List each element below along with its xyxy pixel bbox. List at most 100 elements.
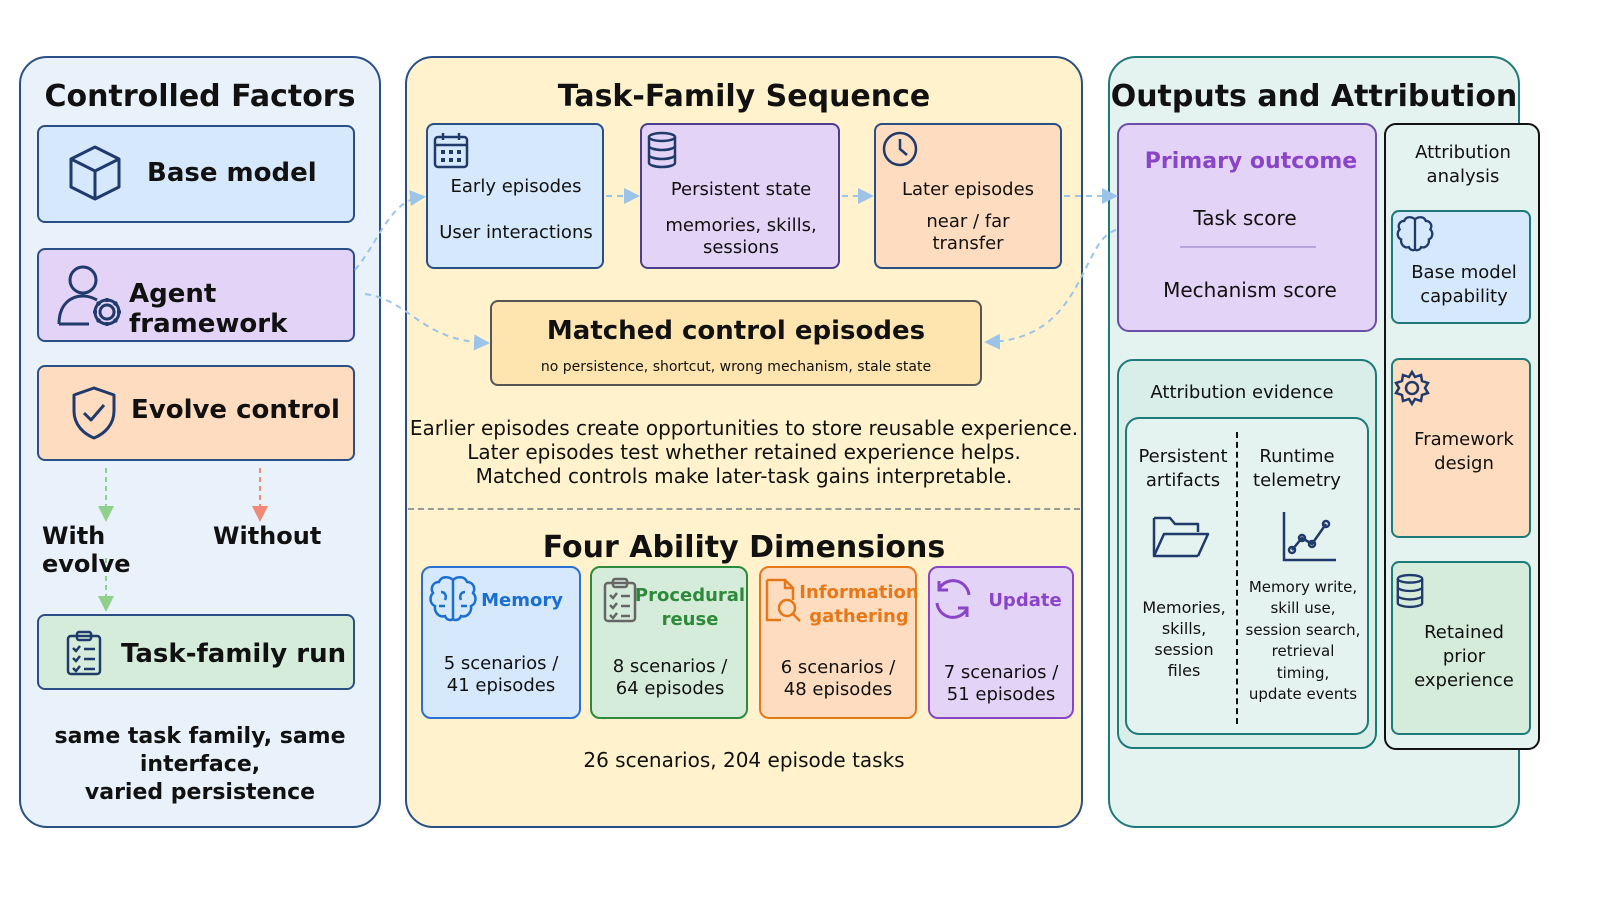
description-line3: Matched controls make later-task gains i… [475,464,1013,488]
framework-design-label: Framework design [1393,427,1535,477]
task-score: Task score [1193,206,1297,230]
ability-memory-stat2: 41 episodes [446,675,556,696]
early-episodes-title: Early episodes [450,175,582,197]
telemetry-item: retrieval [1271,642,1335,660]
telemetry-item: skill use, [1270,599,1336,617]
ability-update-stats: 7 scenarios / 51 episodes [928,661,1074,707]
attribution-analysis-line1: Attribution [1415,142,1511,163]
without-label: Without [213,522,322,550]
persistent-artifacts-line1: Persistent [1138,446,1228,467]
framework-design-line2: design [1434,453,1494,474]
gear-icon [1393,369,1431,407]
matched-control-title: Matched control episodes [546,316,926,346]
evolve-control-label: Evolve control [131,395,340,425]
calendar-icon [433,131,469,169]
ability-card-information [759,566,917,719]
mechanism-score: Mechanism score [1163,278,1337,302]
runtime-telemetry-title: Runtime telemetry [1240,444,1354,494]
base-model-capability-label: Base model capability [1393,260,1535,310]
persistent-state-sub1: memories, skills, [665,215,817,236]
ability-procedural-name1: Procedural [634,585,746,606]
primary-outcome-title: Primary outcome [1144,148,1358,174]
description-line1: Earlier episodes create opportunities to… [409,416,1079,440]
section-divider [408,508,1080,510]
persistent-artifacts-line2: artifacts [1145,470,1221,491]
brain-icon [1395,214,1435,254]
later-episodes-box [874,123,1062,269]
ability-update-stat1: 7 scenarios / [943,662,1059,683]
left-footer-note: same task family, same interface, varied… [19,720,381,810]
cube-icon [67,143,123,203]
scenario-total: 26 scenarios, 204 episode tasks [583,748,905,772]
later-episodes-sub1: near / far [926,211,1010,232]
document-search-icon [763,578,803,624]
left-footer-line3: varied persistence [84,780,316,805]
ability-procedural-name2: reuse [661,609,719,630]
runtime-telemetry-line1: Runtime [1259,446,1335,467]
user-gear-icon [55,262,127,330]
ability-update-name1: Update [988,589,1062,611]
attribution-analysis-line2: analysis [1426,166,1500,187]
outputs-attribution-title: Outputs and Attribution [1110,78,1518,114]
telemetry-list: Memory write, skill use, session search,… [1238,576,1368,706]
clock-icon [881,130,919,168]
agent-framework-label: Agent framework [129,279,288,339]
folder-icon [1150,512,1210,560]
task-family-run-box [37,614,355,690]
ability-dimensions-title: Four Ability Dimensions [542,529,946,565]
ability-update-name: Update [982,586,1068,614]
ability-card-update [928,566,1074,719]
early-episodes-sub: User interactions [439,221,593,243]
ability-information-name1: Information [799,582,919,603]
ability-information-name: Information gathering [799,581,919,629]
evolve-control-box [37,365,355,461]
primary-outcome-box [1117,123,1377,332]
ability-information-stat2: 48 episodes [783,679,893,700]
left-footer-line2: interface, [139,752,261,777]
persistent-artifacts-title: Persistent artifacts [1128,444,1238,494]
ability-card-memory [421,566,581,719]
telemetry-item: session search, [1245,620,1361,639]
ability-procedural-stat2: 64 episodes [615,678,725,699]
retained-experience-line2: prior [1442,646,1486,667]
agent-framework-box [37,248,355,342]
artifacts-list: Memories, skills, session files [1128,594,1240,684]
later-episodes-sub: near / far transfer [874,210,1062,256]
controlled-factors-title: Controlled Factors [44,78,356,114]
telemetry-item: Memory write, [1248,577,1358,596]
ability-information-stat1: 6 scenarios / [780,657,896,678]
ability-memory-name1: Memory [481,589,563,611]
sequence-description: Earlier episodes create opportunities to… [405,416,1083,488]
line-chart-icon [1280,510,1338,564]
base-model-box [37,125,355,223]
ability-memory-name: Memory [481,586,563,614]
retained-experience-line3: experience [1414,670,1514,691]
ability-procedural-name: Procedural reuse [634,584,746,632]
left-footer-line1: same task family, same [54,724,346,749]
telemetry-item: timing, [1276,663,1330,682]
task-family-sequence-title: Task-Family Sequence [557,78,931,114]
matched-control-box [490,300,982,386]
runtime-telemetry-line2: telemetry [1253,470,1341,491]
later-episodes-sub2: transfer [932,233,1004,254]
ability-update-stat2: 51 episodes [946,684,1056,705]
score-divider [1180,246,1316,248]
retained-experience-label: Retained prior experience [1393,620,1535,694]
evolve-arrows [98,468,268,612]
artifacts-item: Memories, [1142,598,1226,617]
persistent-state-sub: memories, skills, sessions [640,214,842,260]
attribution-evidence-title: Attribution evidence [1150,381,1334,403]
ability-information-stats: 6 scenarios / 48 episodes [759,656,917,702]
with-evolve-label: With evolve [42,522,131,578]
evidence-inner-box [1125,417,1369,735]
attribution-analysis-title: Attribution analysis [1384,140,1542,190]
ability-information-name2: gathering [809,606,909,627]
telemetry-item: update events [1248,685,1358,703]
persistent-state-sub2: sessions [702,237,779,258]
ability-card-procedural [590,566,748,719]
shield-check-icon [70,385,118,441]
ability-memory-stats: 5 scenarios / 41 episodes [421,652,581,698]
retained-experience-line1: Retained [1424,622,1504,643]
refresh-icon [931,577,975,621]
